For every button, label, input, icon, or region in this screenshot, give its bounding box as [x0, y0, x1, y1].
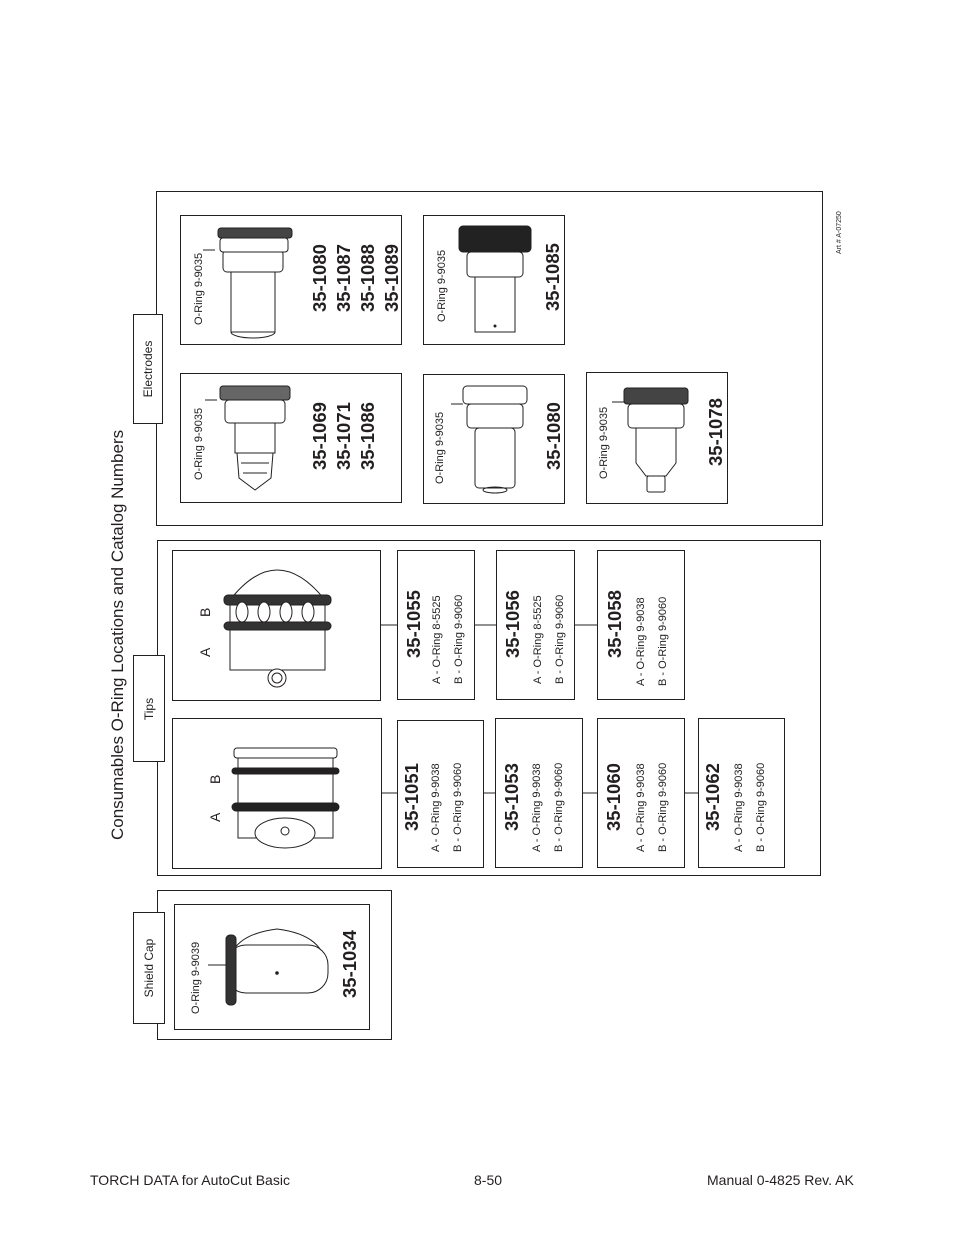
tip-oring-a: A - O-Ring 9-9038: [635, 597, 647, 686]
footer-right: Manual 0-4825 Rev. AK: [707, 1172, 854, 1188]
tip-card: [397, 720, 484, 868]
tip-oring-b: B - O-Ring 9-9060: [657, 596, 669, 686]
tip-oring-b: B - O-Ring 9-9060: [452, 762, 464, 852]
tip-oring-a: A - O-Ring 9-9038: [430, 763, 442, 852]
shield-cap-drawing: [208, 928, 329, 1006]
tip-oring-b: B - O-Ring 9-9060: [453, 594, 465, 684]
electrode-drawing: [458, 225, 532, 333]
footer-left: TORCH DATA for AutoCut Basic: [90, 1172, 290, 1188]
tip-card: [597, 550, 685, 700]
tip-oring-a: A - O-Ring 8-5525: [532, 595, 544, 684]
electrode-card: [180, 373, 402, 503]
tip-catalog: 35-1051: [401, 763, 422, 831]
tip-card: [496, 550, 575, 700]
tip-card: [397, 550, 475, 700]
shield-cap-catalog: 35-1034: [339, 930, 360, 998]
tip-drawing: [223, 569, 332, 688]
shield-cap-oring-label: O-Ring 9-9039: [190, 941, 202, 1014]
tip-card: [698, 718, 785, 868]
electrode-drawing: [612, 387, 689, 493]
tip-oring-a: A - O-Ring 9-9038: [733, 763, 745, 852]
tip-card: [597, 718, 685, 868]
tip-oring-b: B - O-Ring 9-9060: [657, 762, 669, 852]
tips-tab: Tips: [133, 655, 165, 762]
tip-catalog: 35-1053: [501, 763, 522, 831]
tip-catalog: 35-1055: [403, 590, 424, 658]
tip-oring-a: A - O-Ring 9-9038: [635, 763, 647, 852]
tip-oring-b: B - O-Ring 9-9060: [553, 762, 565, 852]
tip-card: [495, 718, 583, 868]
tip-catalog: 35-1060: [603, 763, 624, 831]
electrodes-tab: Electrodes: [133, 314, 163, 424]
electrode-drawing: [203, 227, 293, 339]
tip-oring-a: A - O-Ring 9-9038: [531, 763, 543, 852]
tip-oring-b: B - O-Ring 9-9060: [554, 594, 566, 684]
footer-page-number: 8-50: [474, 1172, 503, 1188]
tip-oring-b: B - O-Ring 9-9060: [755, 762, 767, 852]
tip-catalog: 35-1062: [702, 763, 723, 831]
tip-oring-a: A - O-Ring 8-5525: [431, 595, 443, 684]
shield-cap-card: [174, 904, 370, 1030]
tip-drawing: [231, 747, 340, 849]
electrode-drawing: [205, 385, 291, 491]
tip-catalog: 35-1056: [502, 590, 523, 658]
tip-catalog: 35-1058: [604, 590, 625, 658]
shield-cap-tab: Shield Cap: [133, 912, 165, 1024]
electrode-drawing: [451, 385, 528, 494]
